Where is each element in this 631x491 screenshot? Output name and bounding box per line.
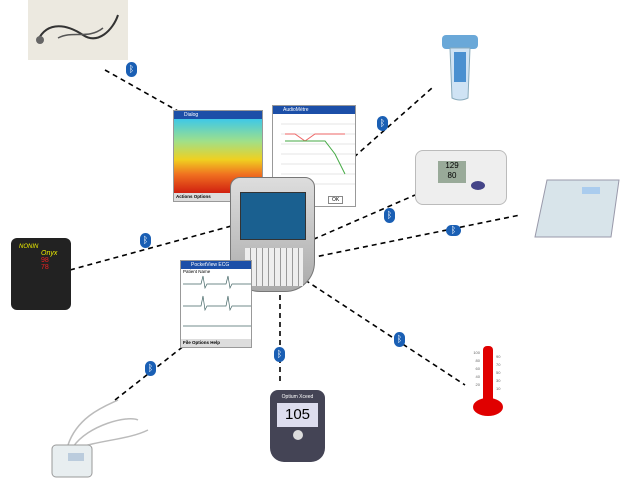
bluetooth-icon: ᛒ — [377, 116, 388, 131]
glucometer-reading: 105 — [277, 403, 318, 427]
bluetooth-icon: ᛒ — [446, 225, 461, 236]
thermo-tick: 60 — [475, 366, 480, 371]
thermometer: 100 80 60 40 20 90 70 50 30 10 — [465, 343, 510, 418]
dialog-menu[interactable]: Actions Options — [174, 193, 262, 201]
glucometer: Optium Xceed 105 — [270, 390, 325, 462]
link-thermometer — [304, 279, 466, 386]
pda-screen — [240, 192, 306, 240]
oximeter-pulse: 78 — [41, 264, 49, 271]
thermo-tick: 70 — [496, 362, 501, 367]
thermo-tick: 80 — [475, 358, 480, 363]
weighing-scale — [527, 175, 622, 240]
link-stethoscope — [104, 69, 186, 116]
ecg-screen: PocketView ECG Patient Name File Options… — [180, 260, 252, 348]
bluetooth-icon: ᛒ — [384, 208, 395, 223]
stethoscope-image — [28, 0, 128, 60]
ecg-title: PocketView ECG — [181, 261, 251, 269]
spirometer-image — [440, 30, 480, 102]
thermo-tick: 50 — [496, 370, 501, 375]
dialog-title: Dialog — [174, 111, 262, 119]
thermo-tick: 10 — [496, 386, 501, 391]
link-oximeter — [69, 224, 236, 271]
thermo-tick: 30 — [496, 378, 501, 383]
bluetooth-icon: ᛒ — [126, 62, 137, 77]
link-bp — [304, 194, 416, 244]
ecg-recorder — [48, 385, 163, 485]
pulse-oximeter: NONIN Onyx 98 78 — [11, 238, 71, 310]
bluetooth-icon: ᛒ — [274, 347, 285, 362]
bp-start-button[interactable] — [471, 181, 485, 190]
ecg-subtitle: Patient Name — [183, 269, 211, 274]
oximeter-brand: NONIN — [19, 244, 39, 250]
audiometre-title: AudioMètre — [273, 106, 355, 114]
bp-systolic: 129 — [445, 161, 459, 170]
bluetooth-icon: ᛒ — [145, 361, 156, 376]
pda-keyboard — [245, 248, 303, 286]
dialog-screen: Dialog Actions Options — [173, 110, 263, 202]
thermo-tick: 100 — [473, 350, 480, 355]
oximeter-spo2: 98 — [41, 257, 49, 264]
thermo-tick: 40 — [475, 374, 480, 379]
audiometre-ok-button[interactable]: OK — [328, 196, 344, 204]
glucometer-button[interactable] — [292, 430, 303, 440]
ecg-menu[interactable]: File Options Help — [181, 339, 251, 347]
link-ecg — [114, 344, 186, 401]
glucometer-brand: Optium Xceed — [281, 394, 314, 400]
pda-device — [230, 177, 315, 292]
blood-pressure-monitor: 129 80 — [415, 150, 507, 205]
bp-diastolic: 80 — [447, 171, 457, 180]
bluetooth-icon: ᛒ — [140, 233, 151, 248]
thermo-tick: 90 — [496, 354, 501, 359]
thermo-tick: 20 — [475, 382, 480, 387]
oximeter-model: Onyx — [41, 250, 58, 257]
audiogram — [281, 123, 355, 185]
ecg-trace — [183, 275, 251, 327]
bluetooth-icon: ᛒ — [394, 332, 405, 347]
link-scale — [309, 214, 521, 259]
